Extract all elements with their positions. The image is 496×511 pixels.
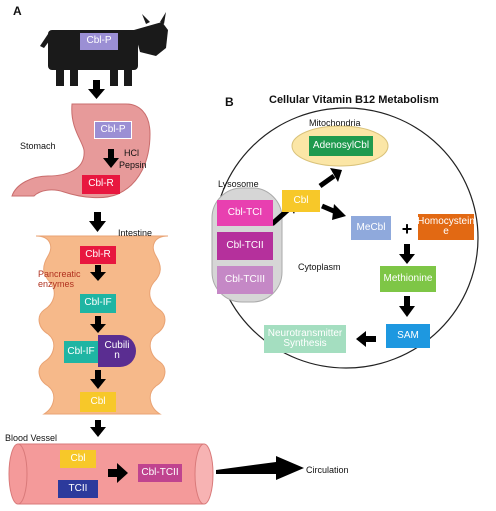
arrow-methionine-sam — [399, 296, 415, 317]
blood-vessel-label: Blood Vessel — [5, 433, 58, 443]
stomach-cbl-p-box: Cbl-P — [94, 121, 132, 139]
arrow-sam-neuro — [356, 331, 376, 347]
lysosome-cbl-tciii-box: Cbl-TCIII — [217, 266, 273, 294]
circulation-label: Circulation — [306, 465, 349, 475]
circulation-arrow — [216, 456, 304, 480]
stomach-label: Stomach — [20, 141, 56, 151]
arrow-stomach-intestine — [89, 212, 106, 232]
intestine-cbl-box: Cbl — [80, 392, 116, 412]
plus-sign: + — [402, 219, 413, 239]
blood-tcii-box: TCII — [58, 480, 98, 498]
pepsin-label: Pepsin — [119, 160, 147, 170]
blood-cbl-tcii-box: Cbl-TCII — [138, 464, 182, 482]
arrow-hcl — [103, 149, 119, 168]
lysosome-label: Lysosome — [218, 179, 259, 189]
stomach-cbl-r-box: Cbl-R — [82, 175, 120, 194]
arrow-intestine-blood — [90, 420, 106, 437]
arrow-blood-tcii — [108, 463, 128, 483]
neuro-line2: Synthesis — [283, 338, 327, 349]
panel-b-label: B — [225, 95, 234, 109]
neurotransmitter-box: Neurotransmitter Synthesis — [264, 325, 346, 353]
enzymes-label: enzymes — [38, 279, 75, 289]
panel-a-label: A — [13, 4, 22, 18]
neuro-line1: Neurotransmitter — [267, 327, 343, 339]
cubilin-box: Cubili n — [98, 335, 136, 367]
arrow-cow-stomach — [88, 80, 105, 99]
cubilin-line1: Cubili — [104, 339, 130, 351]
arrow-cbl-mecbl — [321, 203, 346, 220]
lysosome-cbl-tci-box: Cbl-TCI — [217, 200, 273, 226]
mecbl-box: MeCbl — [351, 216, 391, 240]
pancreatic-label: Pancreatic — [38, 269, 81, 279]
intestine-label: Intestine — [118, 228, 153, 238]
methionine-box: Methionine — [380, 266, 436, 292]
arrow-homocysteine-methionine — [399, 244, 415, 264]
homocysteine-box: Homocystein e — [417, 214, 475, 240]
arrow-int-2 — [90, 316, 106, 333]
blood-cbl-box: Cbl — [60, 450, 96, 468]
adenosylcbl-box: AdenosylCbl — [309, 136, 373, 156]
lysosome-cbl-tcii-box: Cbl-TCII — [217, 232, 273, 260]
sam-box: SAM — [386, 324, 430, 348]
intestine-cbl-if-box-1: Cbl-IF — [80, 294, 116, 313]
panel-b-title: Cellular Vitamin B12 Metabolism — [269, 94, 439, 106]
homocysteine-line1: Homocystein — [417, 215, 475, 227]
arrow-cbl-mito — [318, 168, 342, 189]
arrow-int-1 — [90, 265, 106, 281]
intestine-cbl-if-box-2: Cbl-IF — [64, 341, 98, 363]
arrow-int-3 — [90, 370, 106, 389]
homocysteine-line2: e — [443, 226, 449, 237]
hcl-label: HCl — [124, 148, 139, 158]
cubilin-line2: n — [114, 350, 120, 361]
cow-cbl-p-box: Cbl-P — [80, 33, 118, 50]
intestine-cbl-r-box: Cbl-R — [80, 246, 116, 264]
cell-cbl-box: Cbl — [282, 190, 320, 212]
cytoplasm-label: Cytoplasm — [298, 262, 341, 272]
mitochondria-label: Mitochondria — [309, 118, 361, 128]
